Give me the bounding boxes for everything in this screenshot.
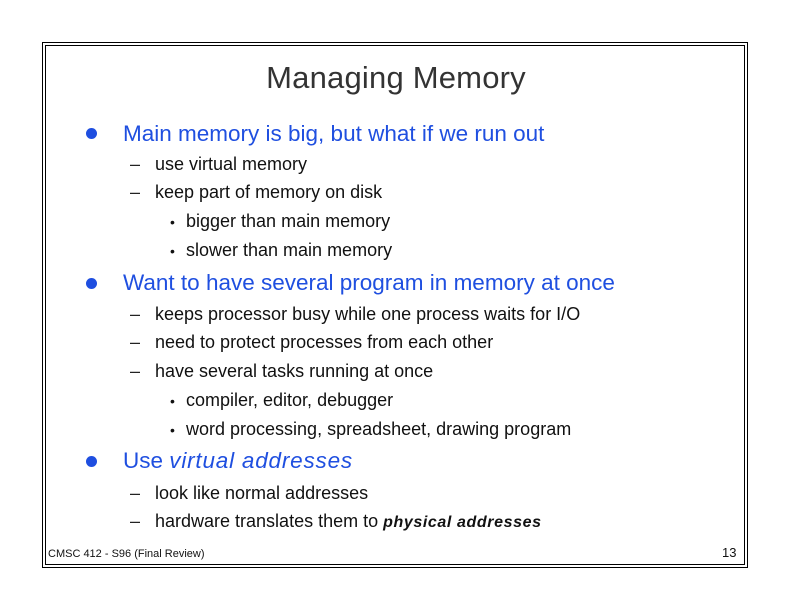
bullet-1-sub-1: use virtual memory	[155, 154, 308, 174]
bullet-1-sub-2-item-2: slower than main memory	[186, 240, 393, 260]
dash-icon: –	[130, 511, 141, 531]
bullet-2-sub-3: have several tasks running at once	[155, 361, 434, 381]
bullet-3-emphasis: virtual addresses	[169, 448, 353, 473]
bullet-2-sub-3-item-1: compiler, editor, debugger	[186, 390, 394, 410]
bullet-3-sub-2: hardware translates them to physical add…	[155, 511, 542, 532]
bullet-3-sub-2-prefix: hardware translates them to	[155, 511, 384, 531]
slide-footer: CMSC 412 - S96 (Final Review)	[48, 548, 205, 560]
bullet-3-sub-2-emphasis: physical addresses	[383, 514, 542, 531]
bullet-3-prefix: Use	[123, 448, 170, 473]
dash-icon: –	[130, 182, 141, 202]
dash-icon: –	[130, 332, 141, 352]
bullet-2-text: Want to have several program in memory a…	[123, 270, 615, 295]
bullet-3-text: Use virtual addresses	[123, 448, 353, 474]
slide-outer-border	[42, 42, 748, 568]
bullet-dot-icon	[86, 128, 97, 139]
dash-icon: –	[130, 361, 141, 381]
slide-title: Managing Memory	[266, 60, 526, 95]
sub-bullet-icon: •	[170, 393, 175, 409]
bullet-2-sub-2: need to protect processes from each othe…	[155, 332, 494, 352]
dash-icon: –	[130, 483, 141, 503]
bullet-2-sub-3-item-2: word processing, spreadsheet, drawing pr…	[186, 419, 572, 439]
page-number: 13	[722, 545, 737, 560]
slide-inner-border	[45, 45, 745, 565]
bullet-2-sub-1: keeps processor busy while one process w…	[155, 304, 581, 324]
bullet-dot-icon	[86, 456, 97, 467]
bullet-3-sub-1: look like normal addresses	[155, 483, 369, 503]
bullet-dot-icon	[86, 278, 97, 289]
sub-bullet-icon: •	[170, 243, 175, 259]
dash-icon: –	[130, 154, 141, 174]
dash-icon: –	[130, 304, 141, 324]
bullet-1-sub-2-item-1: bigger than main memory	[186, 211, 391, 231]
sub-bullet-icon: •	[170, 214, 175, 230]
bullet-1-sub-2: keep part of memory on disk	[155, 182, 383, 202]
sub-bullet-icon: •	[170, 422, 175, 438]
bullet-1-text: Main memory is big, but what if we run o…	[123, 121, 545, 146]
